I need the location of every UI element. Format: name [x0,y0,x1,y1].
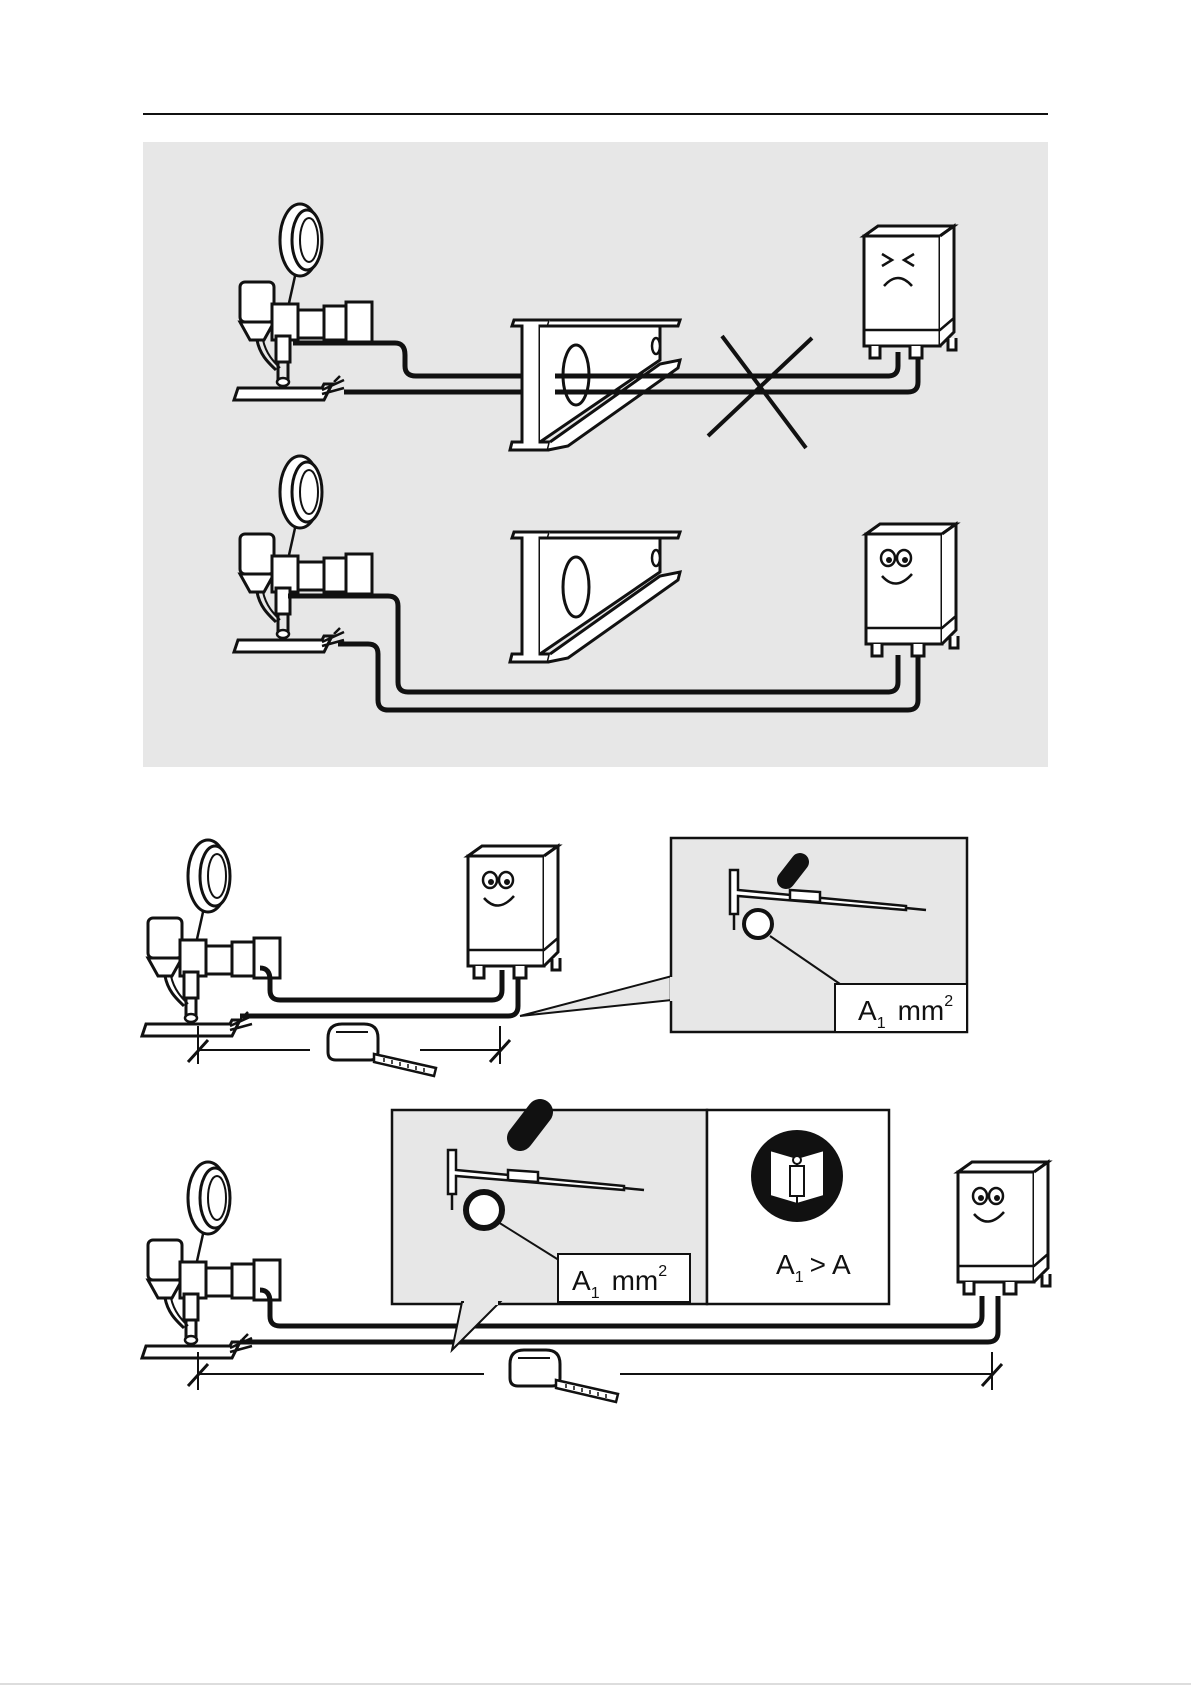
power-source-happy-icon [958,1162,1050,1294]
callout-pointer [520,976,672,1016]
measuring-tape-icon [510,1350,618,1402]
cable-upper [260,968,502,1000]
cable-cross-section-icon [744,910,772,938]
cable-cross-section-icon [466,1192,502,1228]
welding-torch-icon [142,840,280,1036]
welding-torch-icon [142,1162,280,1358]
measuring-tape-icon [328,1024,436,1076]
dimension-line [198,1352,992,1390]
power-source-unhappy-icon [864,226,956,358]
power-source-happy-icon [468,846,560,978]
power-source-happy-icon [866,524,958,656]
